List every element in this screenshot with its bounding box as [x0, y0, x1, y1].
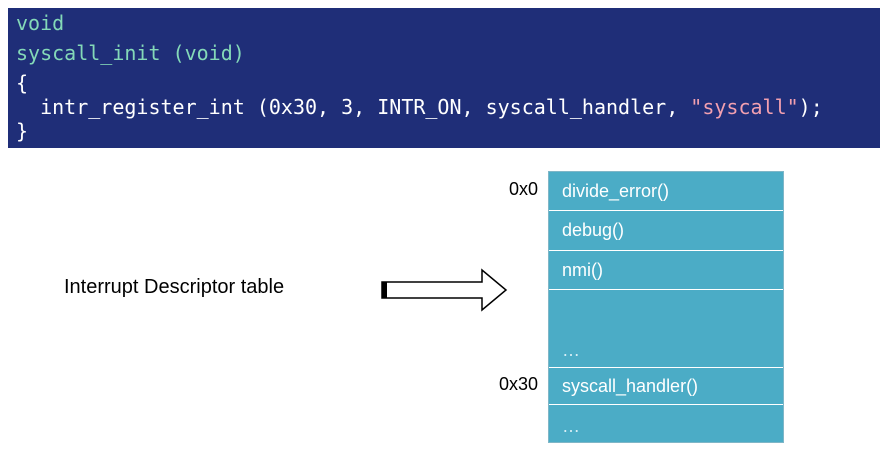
code-panel: void syscall_init (void) { intr_register… — [8, 8, 880, 148]
idt-entry-debug: debug() — [549, 211, 783, 251]
right-arrow-icon — [381, 268, 508, 312]
call-expression: intr_register_int (0x30, 3, INTR_ON, sys… — [16, 95, 691, 119]
code-line-4: intr_register_int (0x30, 3, INTR_ON, sys… — [16, 94, 823, 120]
idt-entry-ellipsis-end: … — [562, 416, 580, 436]
code-line-2: syscall_init (void) — [16, 40, 245, 66]
interrupt-descriptor-table: divide_error() debug() nmi() … syscall_h… — [548, 171, 784, 443]
idt-entry-ellipsis: … — [549, 290, 783, 368]
call-end: ); — [798, 95, 823, 119]
function-name: syscall_init — [16, 41, 161, 65]
string-literal: "syscall" — [690, 95, 799, 119]
idt-label: Interrupt Descriptor table — [64, 276, 285, 298]
idt-entry-syscall-handler: syscall_handler() — [549, 368, 783, 405]
idt-entry-divide-error: divide_error() — [549, 172, 783, 211]
address-0x0: 0x0 — [508, 179, 538, 199]
function-args: (void) — [160, 41, 245, 65]
code-line-3: { — [16, 71, 29, 95]
idt-entry-nmi: nmi() — [549, 251, 783, 290]
address-0x30: 0x30 — [498, 374, 538, 394]
code-line-1: void — [16, 11, 65, 35]
code-line-5: } — [16, 119, 29, 143]
